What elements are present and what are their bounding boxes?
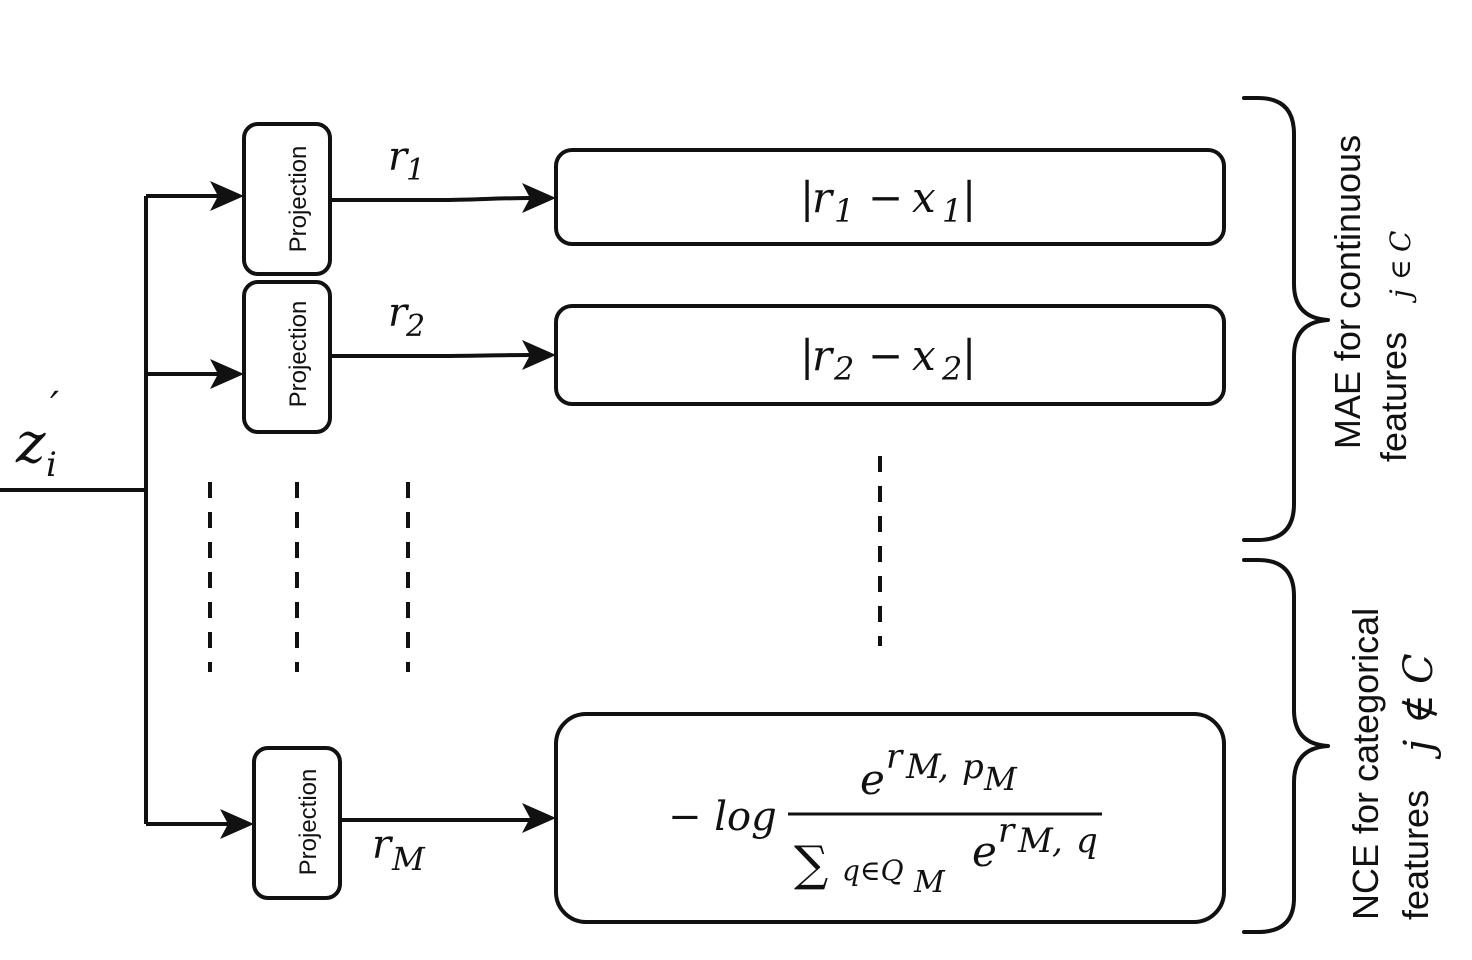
- svg-text:M: M: [905, 747, 942, 787]
- svg-text:r: r: [372, 822, 394, 868]
- svg-text:x: x: [912, 331, 936, 380]
- output-line-1: [330, 196, 531, 202]
- svg-text:∈: ∈: [1384, 259, 1417, 280]
- output-label-1: r 1: [388, 134, 425, 188]
- projection-block-1: Projection: [242, 122, 332, 276]
- svg-text:∑: ∑: [794, 836, 828, 892]
- svg-text:,: ,: [938, 747, 949, 787]
- svg-text:r: r: [388, 134, 410, 180]
- svg-text:∉: ∉: [1396, 694, 1442, 724]
- feed-arrow-m: [220, 809, 254, 839]
- group-categorical-line2: features: [1395, 790, 1436, 920]
- svg-text:1: 1: [834, 192, 854, 230]
- input-symbol: z: [15, 411, 46, 476]
- svg-text:|: |: [800, 173, 814, 222]
- output-label-2: r 2: [388, 290, 425, 344]
- svg-text:r: r: [886, 737, 904, 777]
- svg-text:2: 2: [833, 350, 854, 388]
- svg-text:r: r: [812, 173, 835, 222]
- svg-text:2: 2: [941, 350, 962, 388]
- projection-block-m: Projection: [252, 746, 342, 900]
- svg-text:r: r: [812, 331, 835, 380]
- svg-text:e: e: [860, 755, 885, 804]
- loss-box-1: | r 1 − x 1 |: [554, 148, 1226, 246]
- output-line-2: [330, 353, 531, 358]
- svg-text:,: ,: [1052, 821, 1063, 861]
- svg-text:q∈Q: q∈Q: [842, 854, 904, 887]
- input-variable: z ′ i: [15, 384, 59, 485]
- svg-text:1: 1: [942, 192, 962, 230]
- output-arrow-2: [522, 340, 556, 370]
- svg-text:−: −: [868, 173, 903, 222]
- svg-text:|: |: [962, 331, 976, 380]
- svg-text:C: C: [1384, 231, 1417, 252]
- svg-text:x: x: [912, 173, 936, 222]
- group-label-categorical: NCE for categorical features j ∉ C: [1345, 608, 1442, 920]
- svg-text:−: −: [868, 331, 903, 380]
- svg-text:C: C: [1396, 653, 1442, 684]
- svg-text:1: 1: [406, 153, 425, 188]
- nce-prefix: − log: [668, 794, 777, 840]
- svg-text:|: |: [800, 331, 814, 380]
- nce-denominator: ∑ q∈Q M e r M , q: [794, 811, 1098, 900]
- svg-text:M: M: [983, 760, 1018, 798]
- projection-label-m: Projection: [295, 769, 322, 876]
- group-continuous-line2: features: [1373, 332, 1414, 462]
- brace-continuous: [1242, 96, 1330, 542]
- svg-text:M: M: [1017, 821, 1054, 861]
- svg-text:r: r: [388, 290, 410, 336]
- feed-arrow-2: [210, 359, 244, 389]
- svg-text:|: |: [962, 173, 976, 222]
- group-continuous-condition: j ∈ C: [1384, 231, 1417, 304]
- svg-text:e: e: [972, 827, 997, 876]
- output-arrow-1: [522, 183, 556, 213]
- svg-text:M: M: [391, 840, 426, 878]
- svg-text:2: 2: [405, 309, 425, 344]
- loss-box-2: | r 2 − x 2 |: [554, 304, 1226, 406]
- output-arrow-m: [522, 803, 556, 833]
- svg-text:p: p: [962, 747, 984, 787]
- output-label-m: r M: [372, 822, 426, 878]
- svg-text:j: j: [1396, 740, 1442, 760]
- nce-numerator: e r M , p M: [860, 737, 1018, 804]
- group-categorical-condition: j ∉ C: [1396, 653, 1442, 760]
- svg-text:M: M: [913, 865, 946, 900]
- group-categorical-line1: NCE for categorical: [1345, 608, 1386, 920]
- feed-arrow-1: [210, 181, 244, 211]
- loss-box-nce: − log e r M , p M ∑ q∈Q M e r M , q: [554, 712, 1226, 924]
- projection-label-1: Projection: [285, 146, 312, 253]
- svg-text:r: r: [998, 811, 1016, 851]
- input-subscript: i: [46, 445, 57, 485]
- input-prime: ′: [50, 384, 59, 430]
- projection-block-2: Projection: [242, 280, 332, 434]
- svg-text:q: q: [1076, 821, 1098, 861]
- svg-text:j: j: [1384, 289, 1417, 304]
- group-label-continuous: MAE for continuous features j ∈ C: [1327, 135, 1417, 462]
- brace-categorical: [1242, 558, 1330, 934]
- group-continuous-line1: MAE for continuous: [1327, 135, 1368, 449]
- projection-label-2: Projection: [285, 301, 312, 408]
